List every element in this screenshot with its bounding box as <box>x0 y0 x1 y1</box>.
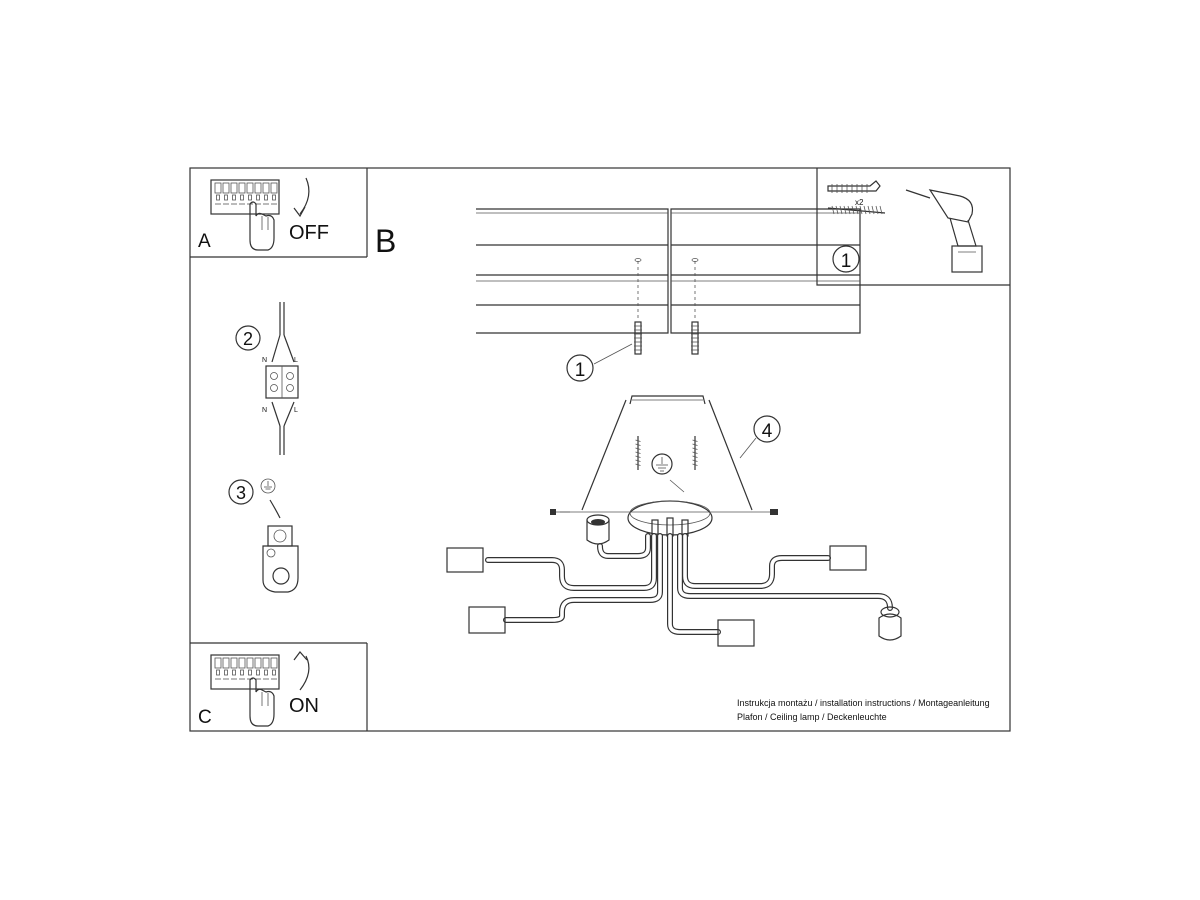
canopy-number: 4 <box>762 421 773 442</box>
lamp-holder <box>446 514 902 647</box>
tools-number: 1 <box>841 251 852 272</box>
earth-terminal-icon <box>262 499 299 593</box>
hand-icon <box>249 677 275 727</box>
step-3-earth: 3 <box>228 478 299 593</box>
live-top-label: L <box>294 357 298 364</box>
wire-icon <box>271 302 295 455</box>
instructions-title: Instrukcja montażu / installation instru… <box>737 698 990 708</box>
hand-icon <box>249 201 275 251</box>
tools-panel: x2 1 <box>816 168 1010 286</box>
fuse-box-icon <box>210 179 280 215</box>
wall-plug-icon <box>634 321 699 355</box>
step-2-badge <box>235 325 261 351</box>
panel-c-letter: C <box>198 707 212 728</box>
step-3-badge <box>228 479 254 505</box>
live-bottom-label: L <box>294 407 298 414</box>
switch-on-label: ON <box>289 695 319 717</box>
arrow-up-icon <box>293 651 310 691</box>
step-2-number: 2 <box>243 329 253 349</box>
anchors-badge <box>566 354 594 382</box>
canopy-leader-line <box>739 437 757 459</box>
anchors-number: 1 <box>575 360 586 381</box>
terminal-block-icon <box>265 365 299 399</box>
lamp-arms <box>485 533 893 635</box>
quantity-label: x2 <box>855 198 864 207</box>
anchors-leader-line <box>593 343 633 365</box>
step-3-number: 3 <box>236 483 246 503</box>
bulb-socket-icon <box>586 514 610 545</box>
canopy <box>560 399 772 513</box>
bulb-socket-icon <box>878 606 902 641</box>
side-screw-icon <box>550 509 778 515</box>
neutral-top-label: N <box>262 357 267 364</box>
fuse-box-icon <box>210 654 280 690</box>
mounting-bracket <box>629 395 706 405</box>
earth-symbol-icon <box>260 478 276 494</box>
panel-a-letter: A <box>198 231 211 252</box>
lamp-base-hub <box>627 500 713 537</box>
arrow-down-icon <box>293 177 310 218</box>
ceiling-boards <box>476 208 861 334</box>
neutral-bottom-label: N <box>262 407 267 414</box>
drill-holes <box>634 258 699 318</box>
step-2-wiring: 2 N L N L <box>235 302 299 455</box>
product-title: Plafon / Ceiling lamp / Deckenleuchte <box>737 712 887 722</box>
panel-a-switch-off: A OFF <box>198 177 329 252</box>
wall-plug-set-icon <box>827 180 886 215</box>
tools-badge <box>832 245 860 273</box>
switch-off-label: OFF <box>289 222 329 244</box>
panel-c-switch-on: C ON <box>198 651 319 728</box>
drill-icon <box>905 189 983 273</box>
canopy-badge <box>753 415 781 443</box>
sheet-frame <box>189 167 1011 732</box>
canopy-earth-symbol-icon <box>651 453 685 493</box>
screw-icon <box>635 436 698 470</box>
panel-b-letter: B <box>375 223 396 259</box>
